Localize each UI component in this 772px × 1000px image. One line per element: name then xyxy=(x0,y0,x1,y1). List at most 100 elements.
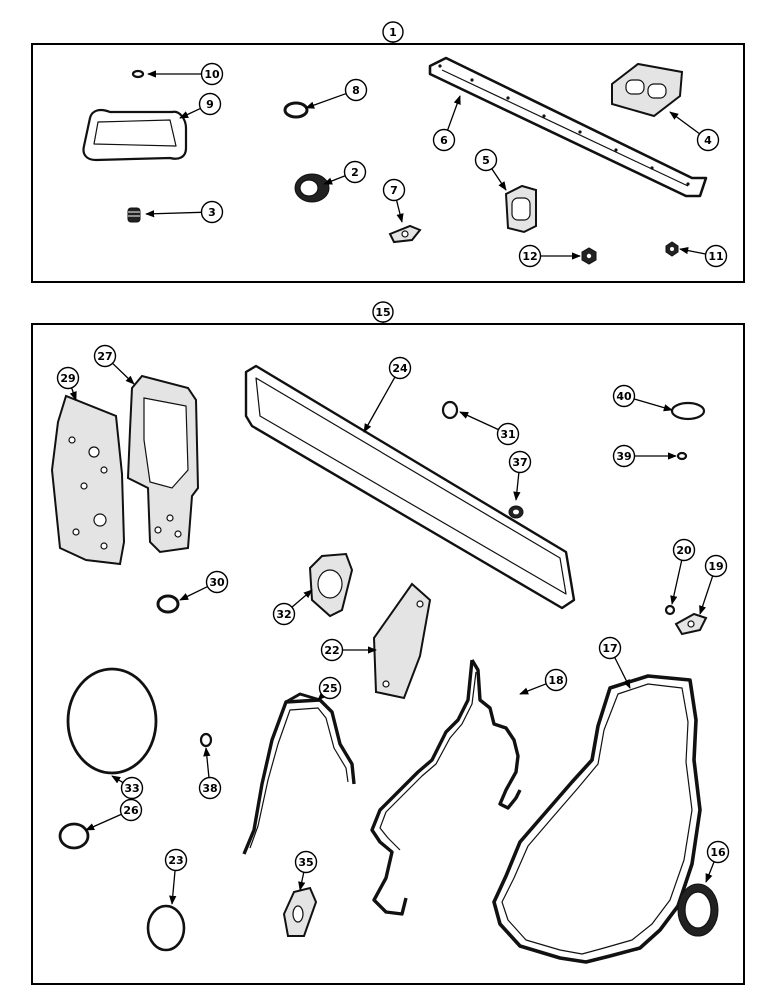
callout-16: 16 xyxy=(705,840,730,883)
part-2-crankshaft-seal xyxy=(294,173,330,203)
callout-4: 4 xyxy=(669,111,720,152)
callout-6: 6 xyxy=(432,95,461,152)
callout-circle xyxy=(612,444,636,468)
part-19-flange-gasket xyxy=(674,612,708,636)
callout-circle xyxy=(704,244,728,268)
part-31-o-ring xyxy=(441,400,459,420)
callout-22: 22 xyxy=(320,638,377,662)
part-18-front-cover-gasket xyxy=(370,659,522,916)
callout-circle xyxy=(200,62,224,86)
part-10-o-ring xyxy=(131,69,145,79)
callout-leader-arrow xyxy=(459,411,499,431)
callout-37: 37 xyxy=(508,450,532,501)
callout-35: 35 xyxy=(294,850,318,891)
group-15-bottom-kit: 15 xyxy=(31,301,745,985)
callout-leader-arrow xyxy=(614,657,631,689)
callout-29: 29 xyxy=(56,366,80,401)
callout-number: 32 xyxy=(276,608,291,621)
callout-number: 12 xyxy=(522,250,537,263)
part-26-o-ring xyxy=(58,822,90,850)
callout-39: 39 xyxy=(612,444,677,468)
callout-circle xyxy=(496,422,520,446)
part-30-seal xyxy=(156,594,180,614)
callout-number: 23 xyxy=(168,854,183,867)
callout-circle xyxy=(672,538,696,562)
callout-leader-arrow xyxy=(203,747,211,778)
part-20-o-ring xyxy=(664,604,676,616)
callout-number: 31 xyxy=(500,428,515,441)
callout-number: 37 xyxy=(512,456,527,469)
callout-leader-arrow xyxy=(513,472,521,501)
part-11-nut xyxy=(665,241,679,257)
callout-number: 35 xyxy=(298,856,313,869)
callout-9: 9 xyxy=(179,92,222,119)
part-6-intake-manifold-gasket xyxy=(428,56,708,198)
callout-3: 3 xyxy=(145,200,224,224)
callout-circle xyxy=(294,850,318,874)
part-3-plug xyxy=(127,207,141,223)
part-32-cover-gasket xyxy=(308,552,354,618)
callout-18: 18 xyxy=(519,668,568,695)
callout-number: 10 xyxy=(204,68,220,81)
part-23-o-ring xyxy=(146,904,186,952)
part-17-gear-housing-gasket xyxy=(492,674,702,964)
callout-circle xyxy=(696,128,720,152)
callout-number: 22 xyxy=(324,644,339,657)
part-4-exhaust-outlet-gasket xyxy=(611,62,684,118)
callout-31: 31 xyxy=(459,411,520,446)
part-7-flange-gasket xyxy=(388,224,422,244)
callout-number: 39 xyxy=(616,450,631,463)
callout-5: 5 xyxy=(474,148,507,191)
callout-27: 27 xyxy=(93,344,135,385)
callout-17: 17 xyxy=(598,636,631,689)
callout-number: 30 xyxy=(209,576,225,589)
callout-8: 8 xyxy=(305,78,368,109)
callout-circle xyxy=(518,244,542,268)
callout-circle xyxy=(320,638,344,662)
callout-leader-arrow xyxy=(670,560,683,605)
callout-circle xyxy=(544,668,568,692)
callout-leader-arrow xyxy=(291,589,313,608)
callout-25: 25 xyxy=(317,676,342,701)
callout-40: 40 xyxy=(612,384,673,412)
callout-circle xyxy=(198,92,222,116)
callout-circle xyxy=(318,676,342,700)
callout-number: 6 xyxy=(440,134,448,147)
callout-leader-arrow xyxy=(323,175,346,185)
callout-30: 30 xyxy=(179,570,229,601)
callout-circle xyxy=(164,848,188,872)
group-15-label: 15 xyxy=(372,301,394,323)
part-22-plate-gasket xyxy=(372,582,432,700)
group-15-number: 15 xyxy=(375,306,390,319)
callout-leader-arrow xyxy=(633,398,673,412)
part-12-nut xyxy=(581,247,597,265)
callout-circle xyxy=(93,344,117,368)
callout-circle xyxy=(612,384,636,408)
callout-leader-arrow xyxy=(363,376,396,433)
callout-circle xyxy=(388,356,412,380)
callout-leader-arrow xyxy=(85,813,122,831)
callout-circle xyxy=(432,128,456,152)
callout-circle xyxy=(205,570,229,594)
callout-leader-arrow xyxy=(446,95,461,131)
callout-leader-arrow xyxy=(679,246,706,255)
part-33-o-ring xyxy=(66,667,158,775)
part-24-oil-pan-gasket xyxy=(244,364,576,610)
callout-circle xyxy=(382,178,406,202)
callout-leader-arrow xyxy=(111,775,124,784)
callout-leader-arrow xyxy=(699,575,714,615)
part-9-valve-cover-gasket xyxy=(82,108,188,162)
callout-leader-arrow xyxy=(179,107,201,119)
callout-number: 18 xyxy=(548,674,563,687)
callout-26: 26 xyxy=(85,798,143,831)
callout-circle xyxy=(344,78,368,102)
part-8-seal-washer xyxy=(283,101,309,119)
callout-circle xyxy=(56,366,80,390)
callout-leader-arrow xyxy=(305,92,347,109)
callout-leader-arrow xyxy=(317,691,327,701)
callout-leader-arrow xyxy=(519,683,547,695)
callout-32: 32 xyxy=(272,589,313,626)
part-39-o-ring xyxy=(676,451,688,461)
callout-23: 23 xyxy=(164,848,188,905)
